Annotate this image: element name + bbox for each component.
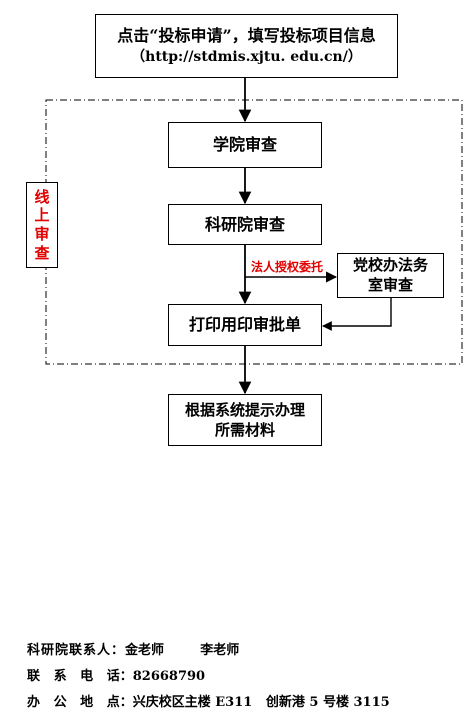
footer-phone-value: 82668790: [132, 669, 206, 684]
online-review-label: 线上审查: [26, 182, 58, 268]
node-submit-application: 点击“投标申请”，填写投标项目信息 （http://stdmis.xjtu. e…: [95, 14, 398, 78]
arrow-legal-to-print: [322, 298, 392, 331]
node-legal-review-line1: 党校办法务: [352, 256, 428, 274]
node-submit-materials-line2: 所需材料: [214, 421, 275, 439]
footer-office-key: 办 公 地 点：: [27, 695, 133, 710]
node-college-review: 学院审查: [168, 122, 322, 168]
node-submit-line1: 点击“投标申请”，填写投标项目信息: [117, 26, 376, 46]
node-submit-line2: （http://stdmis.xjtu. edu.cn/）: [131, 49, 362, 66]
footer-office-value: 兴庆校区主楼 E311 创新港 5 号楼 3115: [132, 695, 390, 710]
footer-office: 办 公 地 点：兴庆校区主楼 E311 创新港 5 号楼 3115: [27, 691, 390, 710]
node-print-form: 打印用印审批单: [168, 304, 322, 346]
node-research-review: 科研院审查: [168, 204, 322, 245]
footer-phone: 联 系 电 话：82668790: [27, 665, 205, 684]
online-review-label-text: 线上审查: [34, 187, 50, 262]
edge-label-delegation: 法人授权委托: [251, 260, 324, 274]
node-print-form-label: 打印用印审批单: [188, 315, 301, 335]
footer-contact-key: 科研院联系人：: [27, 643, 126, 658]
node-submit-materials: 根据系统提示办理 所需材料: [168, 394, 322, 446]
node-college-review-label: 学院审查: [212, 135, 277, 155]
node-legal-review-line2: 室审查: [367, 275, 413, 294]
node-legal-review: 党校办法务 室审查: [337, 253, 444, 298]
footer-contact: 科研院联系人：金老师 李老师: [27, 639, 239, 658]
footer-contact-value: 金老师 李老师: [125, 643, 240, 658]
footer-phone-key: 联 系 电 话：: [27, 669, 133, 684]
node-research-review-label: 科研院审查: [204, 214, 285, 234]
node-submit-materials-line1: 根据系统提示办理: [184, 400, 305, 419]
